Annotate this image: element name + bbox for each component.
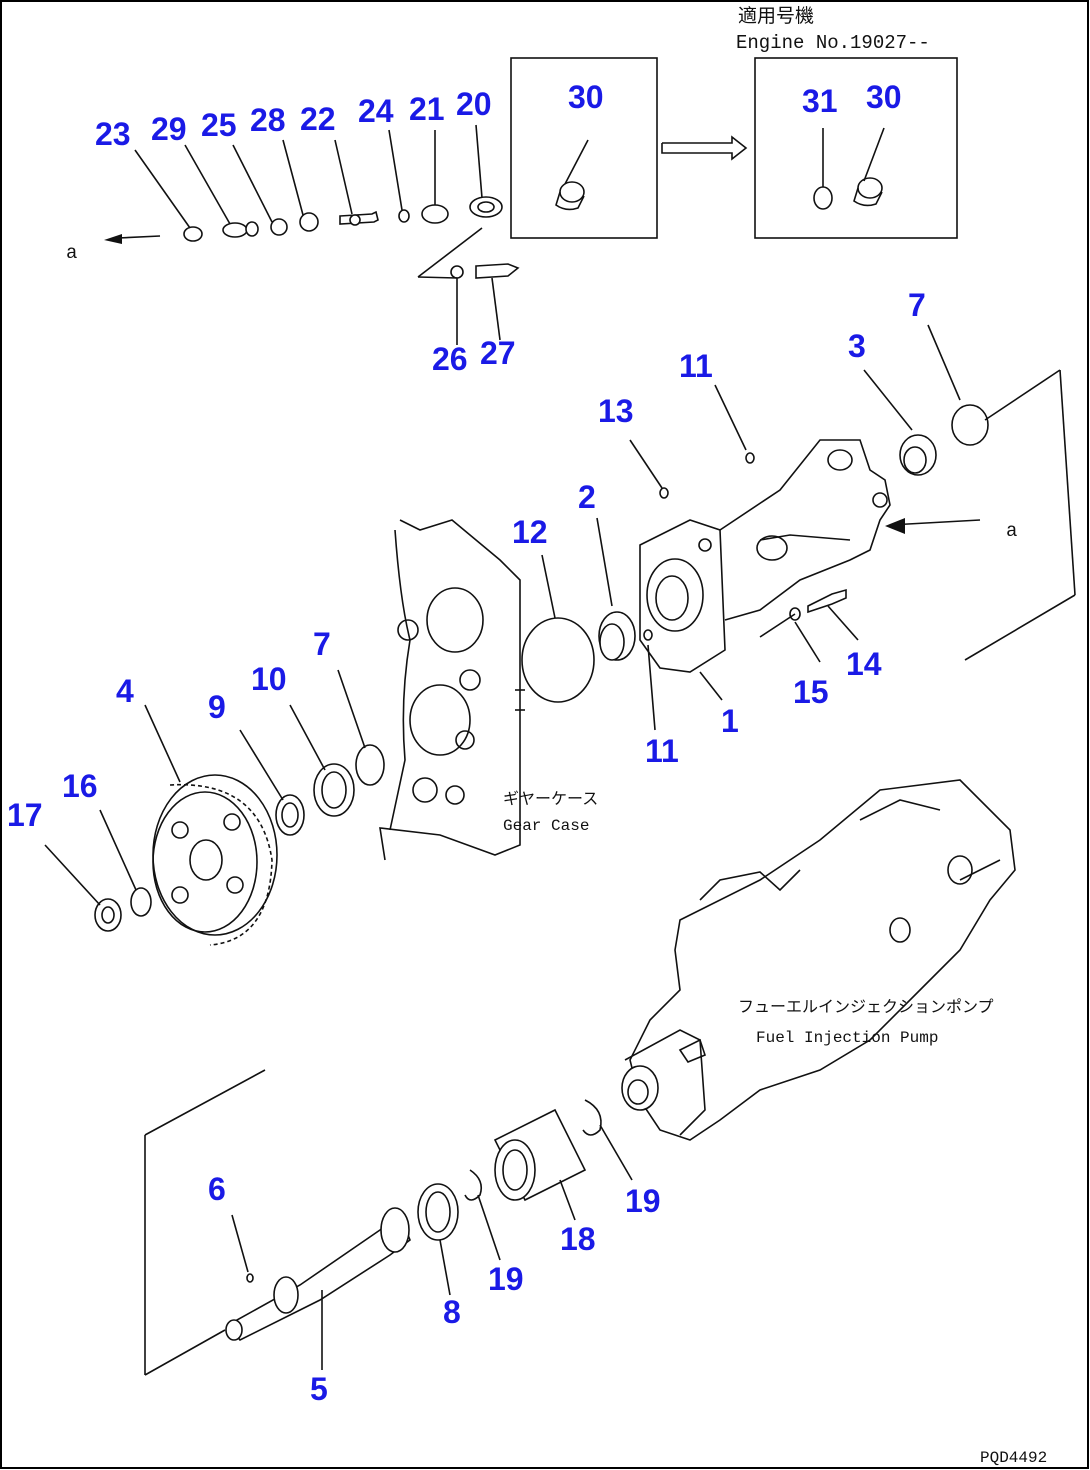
box-new-cap: [754, 57, 958, 239]
bearing-2: [598, 611, 636, 661]
callout-23: 23: [95, 116, 131, 152]
applicable-en-label: Engine No.19027--: [736, 32, 930, 54]
cap-nut-30a: [555, 139, 589, 211]
fitting-chain: [104, 196, 520, 279]
callout-4: 4: [116, 673, 134, 709]
callout-27: 27: [480, 335, 516, 371]
ref-a-right: a: [1006, 520, 1017, 542]
callout-12: 12: [512, 514, 548, 550]
gear-case-en-label: Gear Case: [503, 817, 589, 835]
callout-22: 22: [300, 101, 336, 137]
callout-28: 28: [250, 102, 286, 138]
callout-1: 1: [721, 703, 739, 739]
callout-13: 13: [598, 393, 634, 429]
gear-case-outline: [379, 519, 525, 861]
callout-11b: 11: [645, 733, 679, 769]
callout-17: 17: [7, 797, 43, 833]
leaders-shaft: [231, 1124, 633, 1370]
callout-24: 24: [358, 93, 394, 129]
leaders-gear: [44, 669, 366, 906]
callout-15: 15: [793, 674, 829, 710]
gear-4: [152, 774, 278, 946]
callout-25: 25: [201, 107, 237, 143]
callout-16: 16: [62, 768, 98, 804]
callout-10: 10: [251, 661, 287, 697]
callout-26: 26: [432, 341, 468, 377]
callout-3: 3: [848, 328, 866, 364]
callout-19b: 19: [625, 1183, 661, 1219]
callout-8: 8: [443, 1294, 461, 1330]
small-parts-right: [643, 369, 1076, 661]
leaders-housing: [541, 324, 961, 731]
gear-case-jp-label: ギヤーケース: [503, 790, 598, 809]
callout-7a: 7: [908, 287, 926, 323]
pump-jp-label: フューエルインジェクションポンプ: [738, 998, 994, 1017]
drawing-number: PQD4492: [980, 1449, 1047, 1467]
callout-30a: 30: [568, 79, 604, 115]
callout-7b: 7: [313, 626, 331, 662]
arrow-right-icon: [661, 135, 748, 161]
callout-31: 31: [802, 83, 838, 119]
callout-30b: 30: [866, 79, 902, 115]
leaders-top: [134, 124, 501, 345]
washers-left: [94, 744, 385, 932]
callout-20: 20: [456, 86, 492, 122]
drive-shaft-5: [144, 1069, 602, 1376]
callout-9: 9: [208, 689, 226, 725]
fuel-injection-pump: [621, 779, 1016, 1141]
callout-2: 2: [578, 479, 596, 515]
callout-18: 18: [560, 1221, 596, 1257]
callout-14: 14: [846, 646, 882, 682]
drive-housing-1: [639, 439, 891, 673]
applicable-jp-label: 適用号機: [738, 5, 814, 28]
callout-19a: 19: [488, 1261, 524, 1297]
ref-a-left: a: [66, 242, 77, 264]
oring-12: [521, 617, 595, 703]
callout-5: 5: [310, 1371, 328, 1407]
callout-29: 29: [151, 111, 187, 147]
callout-11a: 11: [679, 348, 713, 384]
callout-21: 21: [409, 91, 445, 127]
oring-31: [813, 128, 833, 210]
pump-en-label: Fuel Injection Pump: [756, 1029, 938, 1047]
callout-6: 6: [208, 1171, 226, 1207]
box-old-cap: [510, 57, 658, 239]
cap-nut-30b: [853, 127, 885, 207]
